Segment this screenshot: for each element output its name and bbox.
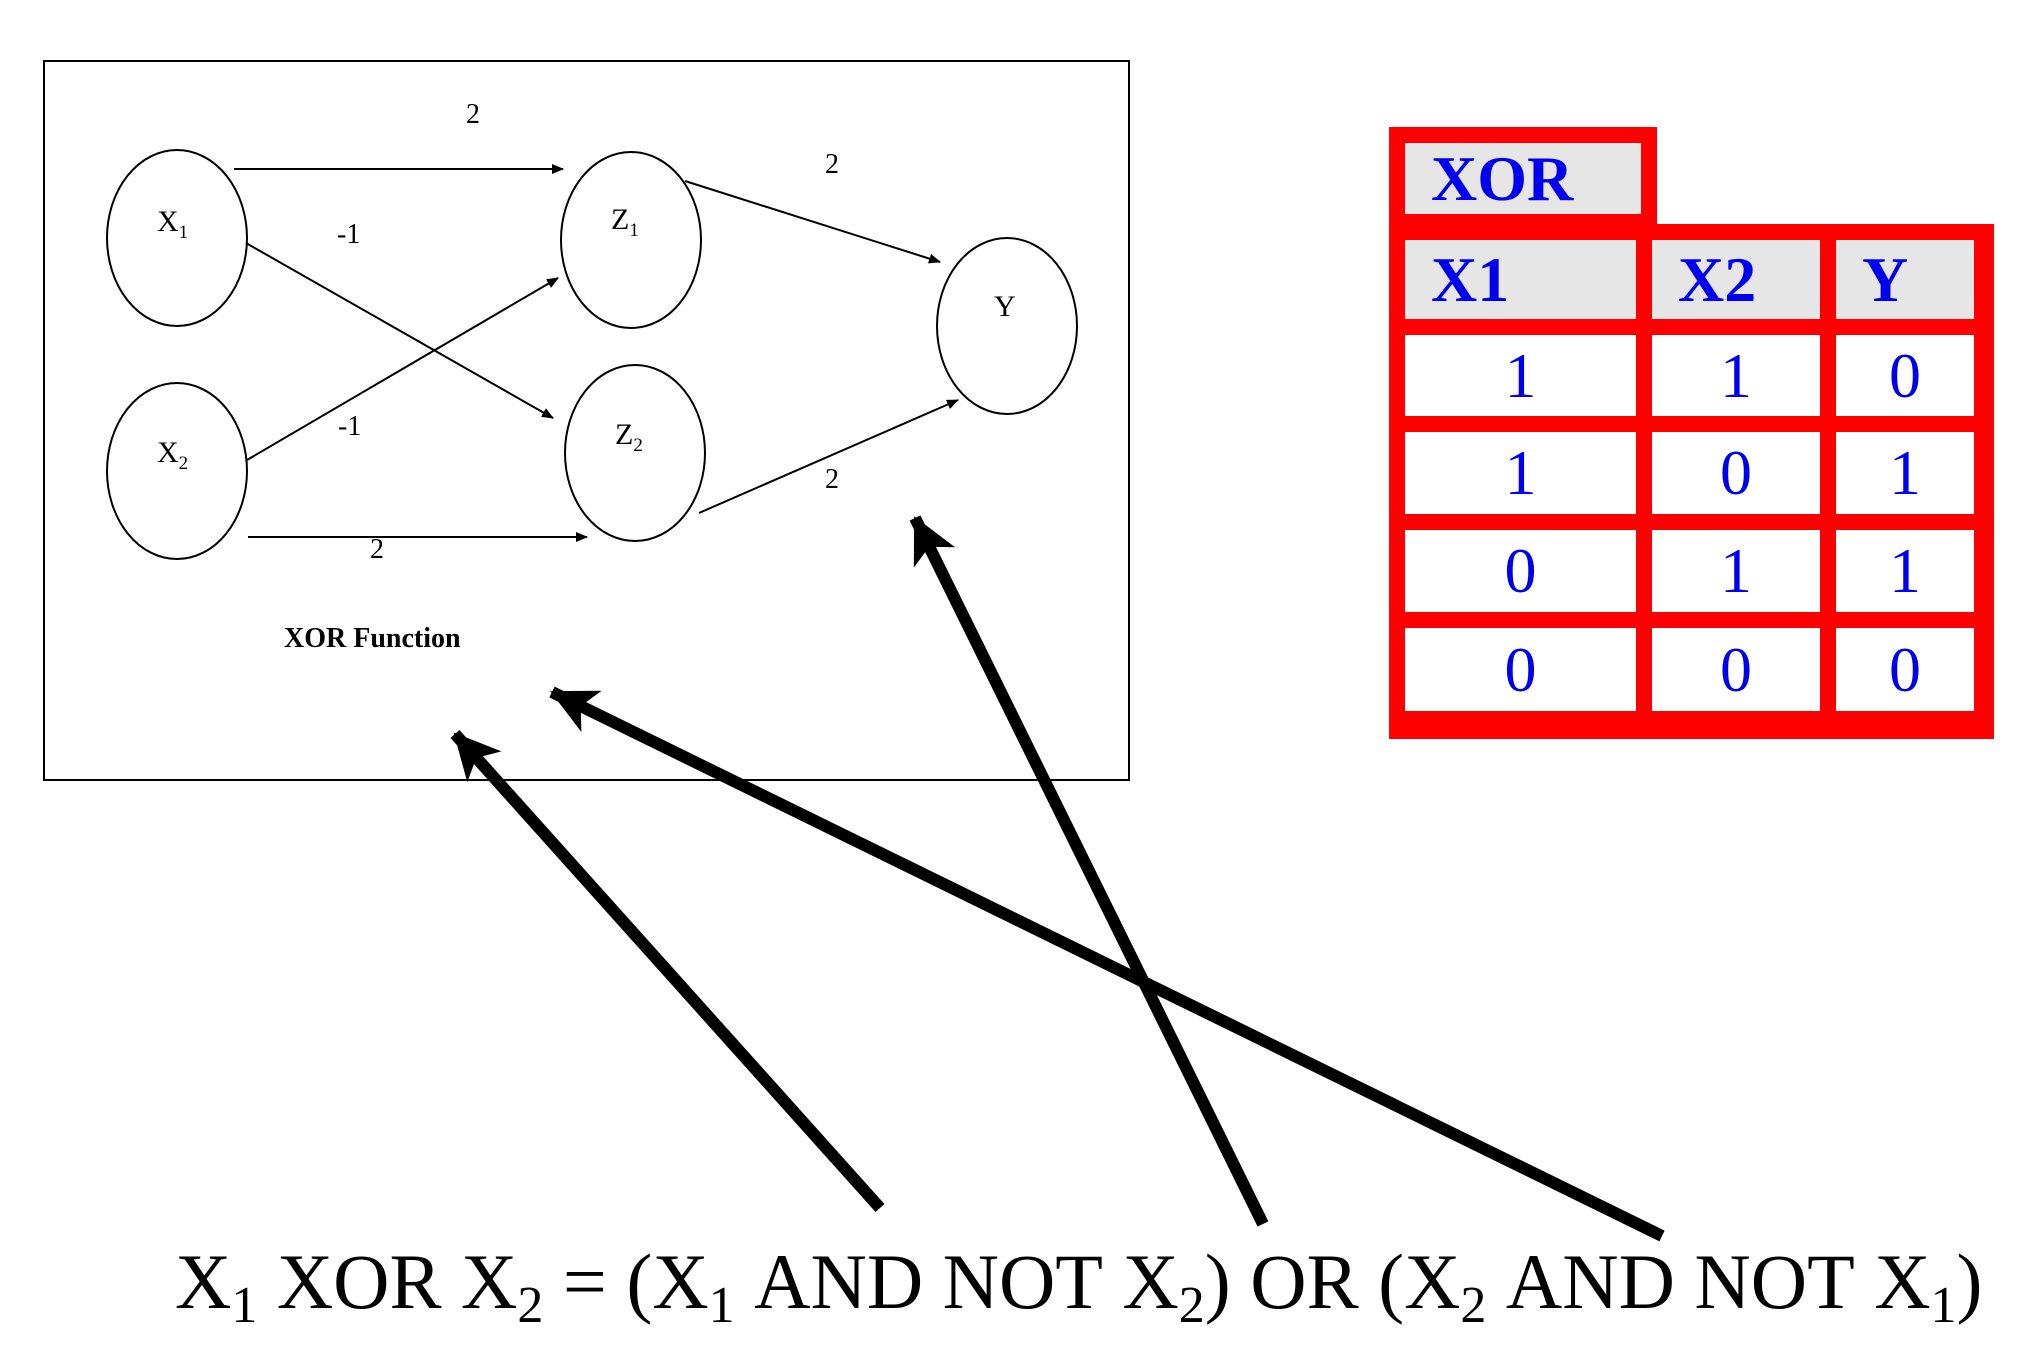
formula-text: AND NOT X [1486, 1238, 1930, 1325]
table-title: XOR [1405, 143, 1641, 214]
annotation-arrow-left [450, 729, 885, 1213]
weight-x1-z1: 2 [466, 99, 480, 130]
table-cell: 0 [1652, 628, 1820, 711]
formula-text: AND NOT X [735, 1238, 1179, 1325]
diagram-caption: XOR Function [284, 623, 461, 654]
header-y: Y [1836, 240, 1974, 319]
table-cell: 0 [1836, 335, 1974, 416]
table-cell: 1 [1652, 335, 1820, 416]
formula-subscript: 1 [709, 1277, 735, 1334]
table-cell: 1 [1405, 432, 1636, 514]
node-y: Y [936, 237, 1078, 415]
weight-x1-z2: -1 [337, 219, 360, 250]
formula-text: X [175, 1238, 231, 1325]
table-cell: 1 [1836, 432, 1974, 514]
formula-subscript: 2 [1179, 1277, 1205, 1334]
node-x2: X2 [106, 382, 248, 560]
formula-subscript: 2 [517, 1277, 543, 1334]
node-z2: Z2 [564, 364, 706, 542]
node-y-label: Y [994, 290, 1016, 323]
node-x1-label: X1 [157, 205, 188, 243]
edge-x1-z2 [245, 242, 554, 419]
table-cell: 0 [1405, 628, 1636, 711]
node-x1: X1 [106, 149, 248, 327]
table-cell: 0 [1652, 432, 1820, 514]
node-z1-label: Z1 [611, 203, 639, 241]
header-x2: X2 [1652, 240, 1820, 319]
annotation-arrow-middle [909, 515, 1269, 1227]
weight-z1-y: 2 [825, 149, 839, 180]
formula-subscript: 2 [1460, 1277, 1486, 1334]
table-cell: 0 [1836, 628, 1974, 711]
weight-x2-z1: -1 [338, 411, 361, 442]
edge-x2-z1 [246, 277, 559, 461]
node-z1: Z1 [560, 151, 702, 329]
header-x1: X1 [1405, 240, 1636, 319]
xor-truth-table: XOR X1 X2 Y 1 1 0 1 0 1 0 1 1 0 0 0 [1389, 127, 1994, 739]
node-x2-label: X2 [157, 436, 188, 474]
edge-z2-y [698, 399, 959, 514]
formula-text: ) [1957, 1238, 1983, 1325]
xor-formula: X1 XOR X2 = (X1 AND NOT X2) OR (X2 AND N… [175, 1238, 1983, 1334]
table-cell: 1 [1836, 530, 1974, 612]
formula-subscript: 1 [1931, 1277, 1957, 1334]
node-z2-label: Z2 [615, 418, 643, 456]
weight-x2-z2: 2 [370, 534, 384, 565]
table-cell: 1 [1652, 530, 1820, 612]
formula-text: ) OR (X [1205, 1238, 1461, 1325]
weight-z2-y: 2 [825, 464, 839, 495]
formula-text: XOR X [257, 1238, 517, 1325]
network-frame [43, 60, 1130, 781]
formula-subscript: 1 [231, 1277, 257, 1334]
annotation-arrow-right [549, 686, 1665, 1242]
formula-text: = (X [543, 1238, 708, 1325]
table-cell: 1 [1405, 335, 1636, 416]
table-cell: 0 [1405, 530, 1636, 612]
edge-z1-y [684, 180, 941, 264]
